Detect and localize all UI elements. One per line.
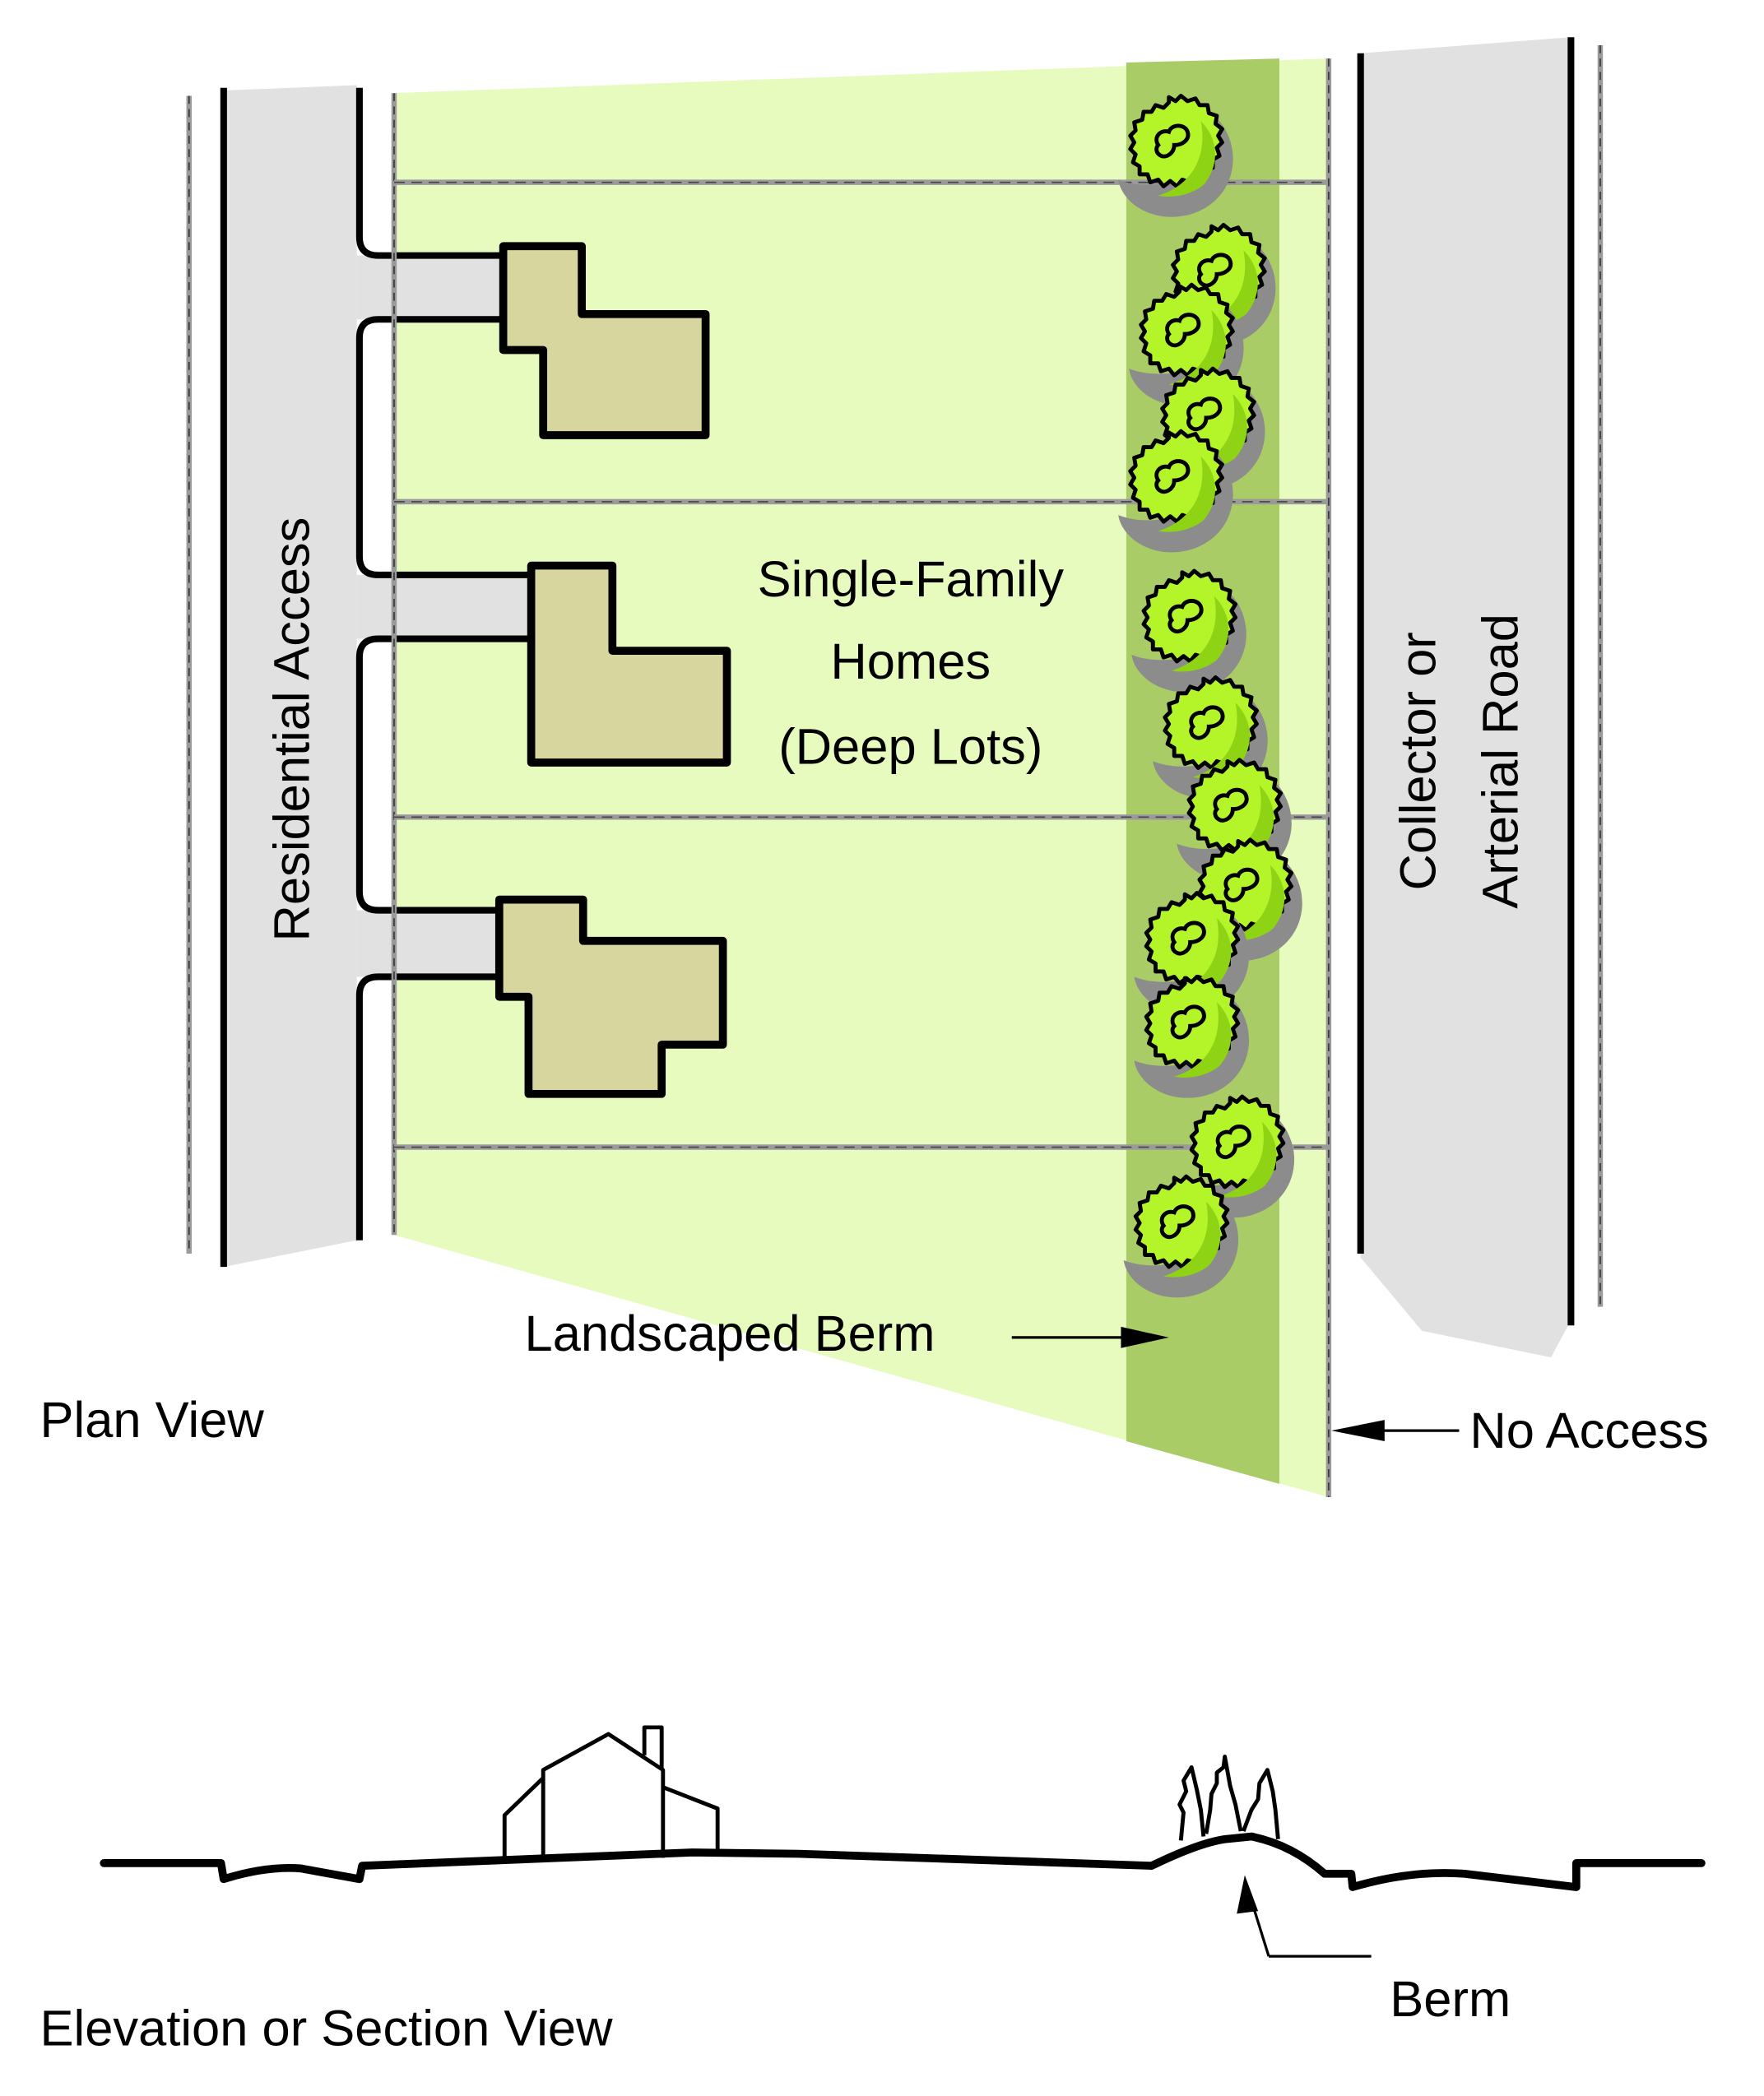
- section-trees: [1177, 1755, 1280, 1841]
- landscaped-berm-label: Landscaped Berm: [525, 1305, 935, 1362]
- collector-road: [1357, 37, 1604, 1358]
- no-access-arrow: [1331, 1420, 1460, 1442]
- section-house: [502, 1725, 720, 1860]
- section-ground-line: [100, 1832, 1706, 1891]
- residential-access-curb: [355, 87, 533, 1240]
- driveways: [356, 255, 533, 977]
- plan-view-title: Plan View: [40, 1392, 265, 1449]
- house-2: [527, 561, 731, 767]
- homes-label-line1: Single-Family: [758, 551, 1065, 608]
- house-3: [494, 895, 727, 1098]
- house-1: [499, 242, 710, 439]
- residential-access-label: Residential Access: [263, 517, 320, 942]
- homes-label-line3: (Deep Lots): [778, 719, 1042, 776]
- homes-label-line2: Homes: [830, 633, 991, 690]
- berm-label: Berm: [1390, 1971, 1511, 2028]
- landscaped-berm-arrow: [1011, 1326, 1169, 1348]
- collector-label-line1: Collector or: [1390, 632, 1446, 890]
- collector-label-line2: Arterial Road: [1473, 614, 1530, 909]
- section-view-title: Elevation or Section View: [40, 2001, 614, 2057]
- no-access-label: No Access: [1469, 1403, 1708, 1459]
- residential-access-road: [186, 85, 357, 1268]
- section-berm-arrow: [1237, 1875, 1372, 1958]
